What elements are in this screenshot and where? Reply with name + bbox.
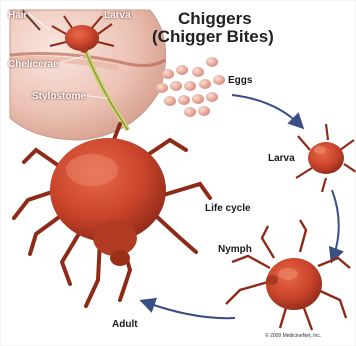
stage-label-eggs: Eggs	[228, 76, 252, 86]
nymph-stage-icon	[226, 220, 350, 330]
diagram-title: Chiggers	[178, 10, 252, 27]
copyright-notice: © 2009 MedicineNet, Inc.	[265, 334, 321, 339]
stage-label-cycle: Life cycle	[205, 204, 251, 214]
inset-label-hair: Hair	[8, 11, 27, 21]
inset-label-stylostome: Stylostome	[32, 92, 86, 102]
larva-stage-icon	[296, 124, 356, 192]
stage-label-nymph: Nymph	[218, 245, 252, 255]
skin-inset	[10, 10, 166, 140]
inset-label-larva: Larva	[104, 11, 131, 21]
eggs-cluster	[156, 57, 225, 117]
inset-label-chelicerae: Chelicerae	[8, 60, 59, 70]
stage-label-larva: Larva	[268, 154, 295, 164]
diagram-subtitle: (Chigger Bites)	[152, 28, 274, 45]
stage-label-adult: Adult	[112, 320, 138, 330]
adult-stage-icon	[14, 124, 210, 306]
